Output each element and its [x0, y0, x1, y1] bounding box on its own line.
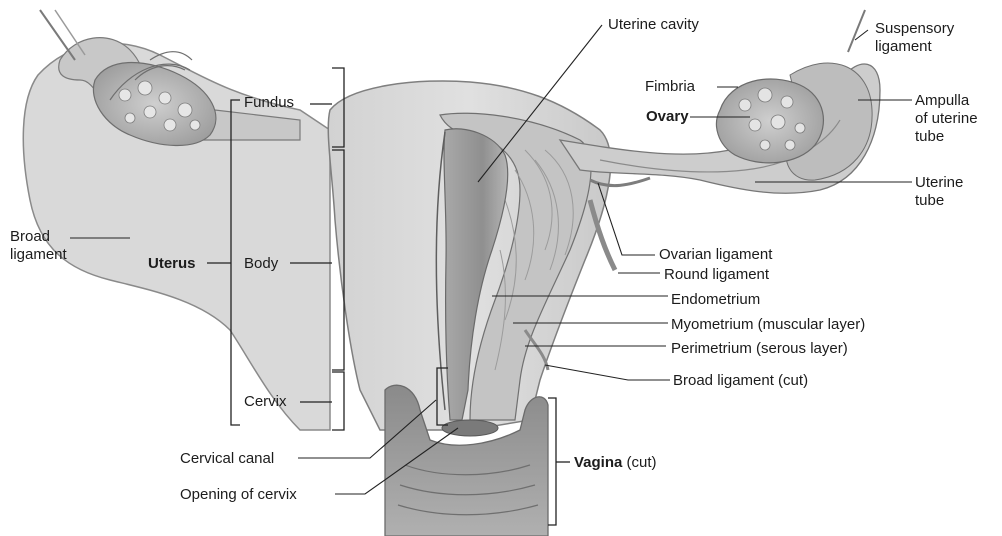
label-vagina-bold: Vagina [574, 454, 622, 471]
label-round-ligament: Round ligament [664, 266, 769, 284]
label-opening-of-cervix: Opening of cervix [180, 486, 297, 504]
label-ampulla: Ampulla of uterine tube [915, 92, 978, 146]
label-endometrium: Endometrium [671, 291, 760, 309]
label-vagina-rest: (cut) [622, 454, 656, 471]
label-broad-ligament-cut: Broad ligament (cut) [673, 372, 808, 390]
label-vagina: Vagina (cut) [574, 454, 657, 472]
label-suspensory-ligament: Suspensory ligament [875, 20, 954, 56]
label-perimetrium: Perimetrium (serous layer) [671, 340, 848, 358]
label-cervix: Cervix [244, 393, 287, 411]
label-fundus: Fundus [244, 94, 294, 112]
label-cervical-canal: Cervical canal [180, 450, 274, 468]
label-ovarian-ligament: Ovarian ligament [659, 246, 772, 264]
label-ovary: Ovary [646, 108, 689, 126]
label-broad-ligament: Broad ligament [10, 228, 67, 264]
label-uterine-tube: Uterine tube [915, 174, 963, 210]
label-myometrium: Myometrium (muscular layer) [671, 316, 865, 334]
label-uterine-cavity: Uterine cavity [608, 16, 699, 34]
label-body: Body [244, 255, 278, 273]
label-fimbria: Fimbria [645, 78, 695, 96]
label-uterus: Uterus [148, 255, 196, 273]
